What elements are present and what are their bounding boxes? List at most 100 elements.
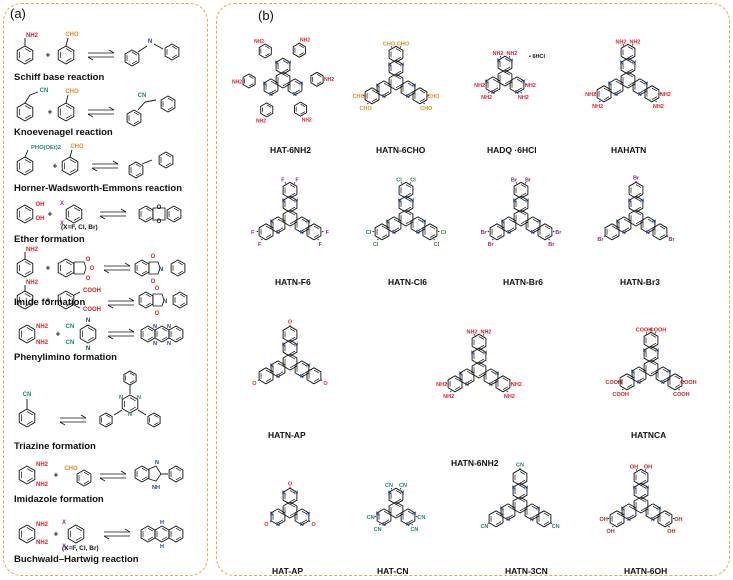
buchwald-condition: (X=F, Cl, Br) [62,545,99,552]
equilibrium-arrow [124,528,131,533]
molecule-name-hat-6nh2: HAT-6NH2 [270,145,311,155]
double-bond [24,159,31,164]
double-bond [289,490,296,494]
double-bond [129,406,136,411]
double-bond [395,75,402,80]
double-bond [516,87,523,91]
double-bond [627,82,634,87]
molecule-name-hahatn: HAHATN [611,145,647,155]
double-bond [270,89,277,93]
h-label: H [160,520,164,526]
n-label: N [376,83,380,89]
n-label: N [300,522,304,528]
equilibrium-arrow [91,167,98,172]
n-label: N [294,199,298,205]
core-ring [388,501,404,519]
substituent-bond [308,520,311,523]
double-bond [495,521,502,525]
double-bond [289,206,296,211]
double-bond [175,467,182,472]
nh2-label: NH2 [232,79,242,85]
double-bond [135,172,142,177]
double-bond [647,218,654,223]
nh2-label: NH2 [585,92,596,98]
o-label: O [151,279,156,285]
bond [29,91,39,96]
pyrazine-ring [270,216,286,234]
double-bond [395,48,402,52]
pyrazine-ring [459,368,475,386]
oh-label: OH [644,464,652,470]
n-label: N [489,382,493,388]
molecule-name-hatn-ap: HATN-AP [268,430,306,440]
double-bond [313,234,320,238]
equilibrium-arrow [124,262,131,267]
double-bond [381,225,388,230]
stilbene-ring-2 [158,151,174,169]
double-bond [105,422,111,426]
double-bond [381,234,388,238]
substituent-bond [482,334,485,336]
br-label: Br [481,230,488,236]
nh2-label: NH2 [660,92,671,98]
benzylnitrile-ring [16,102,34,122]
oh-label: OH [630,464,638,470]
n-label: N [306,363,310,369]
double-bond [520,206,527,211]
double-bond [289,350,296,355]
double-bond [405,198,412,202]
aminophenyl-ring [292,42,306,58]
double-bond [313,378,320,382]
double-bond [65,105,72,110]
arm-ring [628,181,644,199]
n-label: N [275,61,279,67]
arm-ring [643,331,659,349]
substituent-bond [622,44,625,46]
double-bond [265,53,270,57]
cho-label: CHO [65,32,79,38]
benzaldehyde-ring [57,45,75,65]
double-bond [383,82,390,87]
double-bond [141,476,148,481]
arm-ring [604,223,620,241]
o-label: O [288,481,293,487]
cn-label: CN [552,524,560,530]
n-label: N [485,79,489,85]
n-label: N [525,199,529,205]
molecule-name-hatn-br6: HATN-Br6 [503,277,543,287]
bond [24,94,31,104]
arm-ring [495,375,511,393]
pyrazine-ring [633,482,649,500]
double-bond [628,514,635,518]
pyrazine-ring [631,366,647,384]
bond [137,409,147,416]
reaction-name-triazine: Triazine formation [14,441,96,452]
double-bond [639,89,646,93]
pyrazine-ring [282,339,298,357]
double-bond [147,527,154,532]
double-bond [478,363,485,368]
n-label: N [410,199,414,205]
ether-condition: (X=F, Cl, Br) [61,224,98,231]
double-bond [651,96,658,100]
arm-ring [633,468,649,486]
pyrazine-ring [500,503,516,521]
double-bond [504,71,511,76]
cn-label: CN [23,392,32,398]
pyrazine-ring [501,216,517,234]
nh2-label: NH2 [254,39,264,45]
n-label: N [128,412,132,418]
triazine-core [121,394,139,414]
cn-label: CN [410,527,418,533]
double-bond [266,112,272,116]
double-bond [167,97,174,102]
n-label: N [620,61,624,67]
double-bond [289,184,296,188]
n-label: N [495,371,499,377]
n-label: N [270,363,274,369]
double-bond [147,536,154,541]
nh2-label: NH2 [36,340,49,346]
double-bond [131,60,138,65]
double-bond [627,54,634,59]
cn-label: CN [40,88,49,94]
